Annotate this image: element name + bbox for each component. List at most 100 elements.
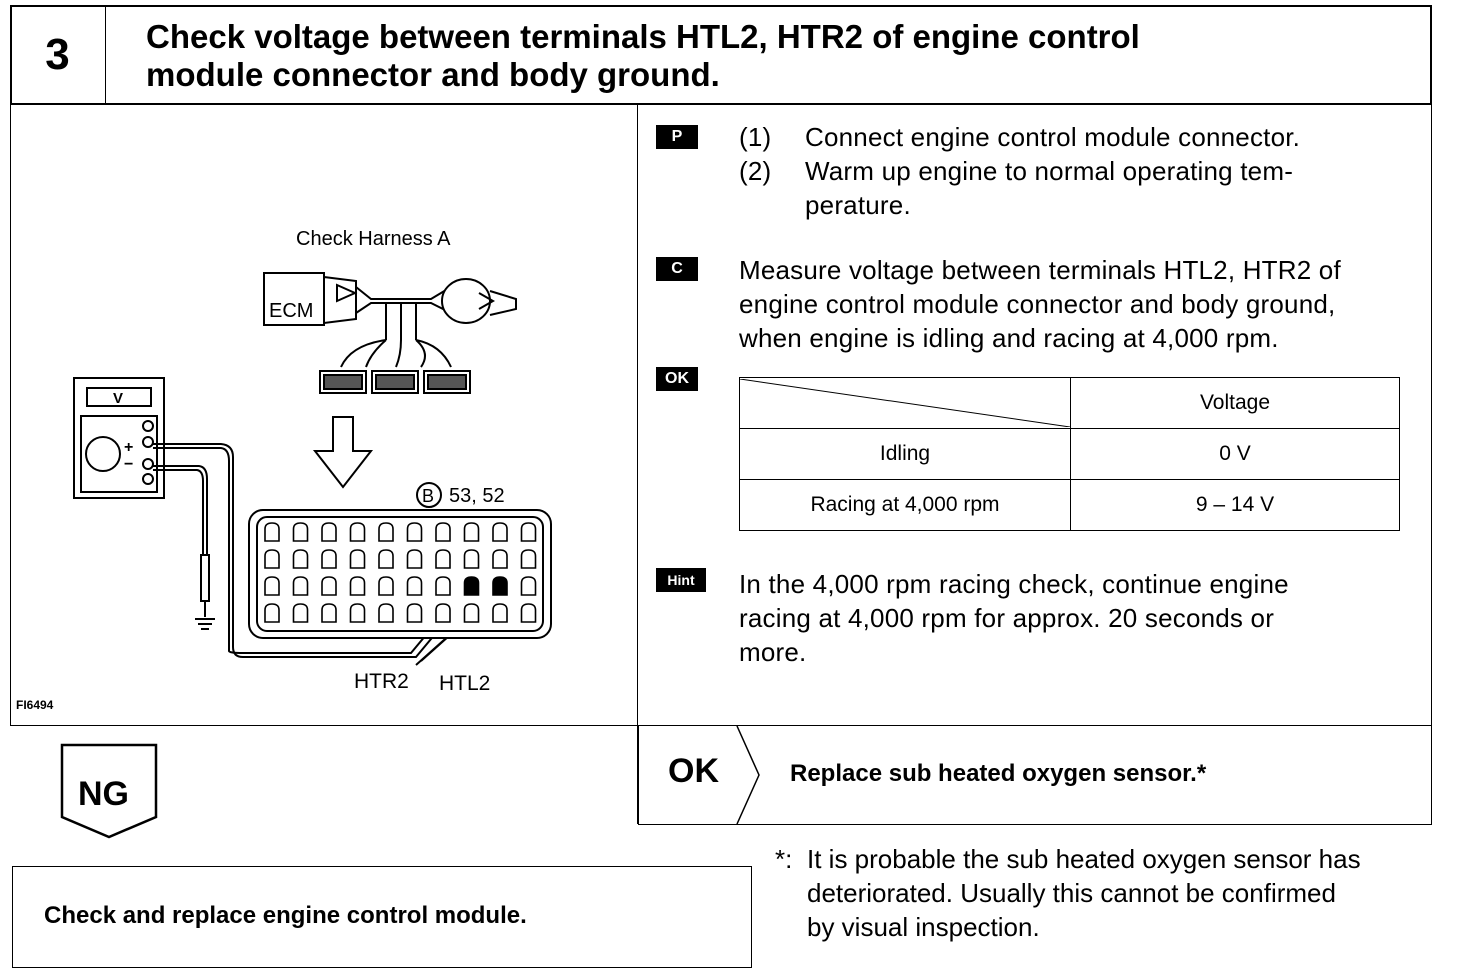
table-cell-value: 0 V — [1070, 428, 1400, 480]
connector-pin — [378, 549, 394, 569]
hint-line3: more. — [739, 637, 807, 667]
connector-pin — [264, 522, 280, 542]
connector-pin — [321, 576, 337, 596]
connector-pin-target — [492, 576, 508, 596]
step2-line1: Warm up engine to normal operating tem- — [805, 156, 1294, 186]
down-arrow-icon — [312, 416, 374, 489]
ng-label: NG — [78, 775, 129, 813]
connector-pin — [264, 549, 280, 569]
footnote-marker: *: — [775, 844, 793, 874]
connector-pin — [463, 603, 480, 623]
ng-result-box — [12, 866, 752, 968]
check-line2: engine control module connector and body… — [739, 289, 1336, 319]
wiring-diagram: Check Harness A ECM V + − — [73, 228, 552, 695]
connector-pin — [435, 603, 451, 623]
connector-pin — [520, 549, 537, 569]
table-cell-condition: Idling — [739, 428, 1071, 480]
table-row: Idling 0 V — [739, 428, 1400, 480]
tag-ok: OK — [656, 367, 698, 391]
check-harness-icon — [263, 272, 517, 368]
connector-pin — [406, 522, 423, 542]
harness-label: Check Harness A — [296, 228, 451, 250]
connector-letter: B — [422, 486, 434, 506]
ok-chevron-icon — [736, 726, 760, 824]
tag-p: P — [656, 125, 698, 149]
connector-pin — [292, 549, 309, 569]
ok-action: Replace sub heated oxygen sensor.* — [790, 760, 1207, 787]
step1-text: Connect engine control module connector. — [805, 122, 1301, 152]
connector-pin — [463, 522, 480, 542]
connector-pin — [349, 522, 366, 542]
connector-pins-label: 53, 52 — [449, 485, 505, 507]
step-title-line2: module connector and body ground. — [146, 56, 720, 93]
connector-pin — [406, 603, 423, 623]
connector-pin — [321, 603, 337, 623]
check-line3: when engine is idling and racing at 4,00… — [739, 323, 1279, 353]
check-line1: Measure voltage between terminals HTL2, … — [739, 255, 1341, 285]
htr2-label: HTR2 — [354, 670, 409, 693]
ecm-label: ECM — [269, 300, 313, 322]
voltage-spec-table: Voltage Idling 0 V Racing at 4,000 rpm 9… — [739, 377, 1400, 531]
table-cell-condition: Racing at 4,000 rpm — [739, 479, 1071, 531]
ok-result-box — [638, 725, 1432, 825]
step-title: Check voltage between terminals HTL2, HT… — [146, 18, 1346, 94]
connector-pin — [435, 522, 451, 542]
table-diagonal — [740, 379, 1070, 427]
hint-line1: In the 4,000 rpm racing check, continue … — [739, 569, 1289, 599]
sub-connectors-icon — [319, 370, 471, 394]
meter-unit: V — [113, 390, 123, 407]
ng-badge: NG — [60, 743, 158, 839]
connector-pin — [292, 576, 309, 596]
connector-pin — [492, 522, 508, 542]
connector-pin — [378, 576, 394, 596]
voltmeter-icon — [73, 377, 165, 499]
meter-minus: − — [124, 456, 133, 473]
step2-line2: perature. — [805, 190, 911, 220]
table-header-voltage: Voltage — [1070, 377, 1400, 429]
connector-pin — [378, 603, 394, 623]
step-title-line1: Check voltage between terminals HTL2, HT… — [146, 18, 1140, 55]
table-corner-cell — [739, 377, 1071, 429]
connector-pin — [321, 522, 337, 542]
connector-pin — [492, 549, 508, 569]
connector-pin — [321, 549, 337, 569]
connector-pin — [292, 522, 309, 542]
connector-pin — [264, 603, 280, 623]
connector-pin — [520, 522, 537, 542]
connector-callout: B 53, 52 — [416, 482, 505, 508]
connector-pin — [378, 522, 394, 542]
connector-pins — [264, 522, 537, 623]
panel-divider — [637, 104, 638, 824]
meter-plus: + — [124, 439, 133, 456]
connector-pin — [520, 603, 537, 623]
hint-line2: racing at 4,000 rpm for approx. 20 secon… — [739, 603, 1275, 633]
tag-c: C — [656, 257, 698, 281]
connector-pin — [520, 576, 537, 596]
step-number: 3 — [10, 5, 106, 105]
table-cell-value: 9 – 14 V — [1070, 479, 1400, 531]
connector-pin — [406, 549, 423, 569]
figure-id: FI6494 — [16, 698, 54, 712]
tag-hint: Hint — [656, 568, 706, 592]
footnote-line3: by visual inspection. — [807, 912, 1040, 942]
connector-pin — [349, 603, 366, 623]
table-row: Racing at 4,000 rpm 9 – 14 V — [739, 479, 1400, 531]
step1-num: (1) — [739, 122, 772, 152]
connector-pin-target — [463, 576, 480, 596]
connector-pin — [406, 576, 423, 596]
connector-pin — [492, 603, 508, 623]
connector-pin — [435, 549, 451, 569]
ok-label: OK — [668, 752, 719, 790]
footnote-line1: It is probable the sub heated oxygen sen… — [807, 844, 1361, 874]
connector-pin — [349, 549, 366, 569]
ng-action: Check and replace engine control module. — [44, 902, 527, 929]
connector-pin — [349, 576, 366, 596]
connector-pin — [292, 603, 309, 623]
main-panel — [10, 104, 1432, 726]
footnote-line2: deteriorated. Usually this cannot be con… — [807, 878, 1336, 908]
connector-pin — [264, 576, 280, 596]
htl2-label: HTL2 — [439, 672, 490, 695]
connector-pin — [435, 576, 451, 596]
step2-num: (2) — [739, 156, 772, 186]
connector-pin — [463, 549, 480, 569]
